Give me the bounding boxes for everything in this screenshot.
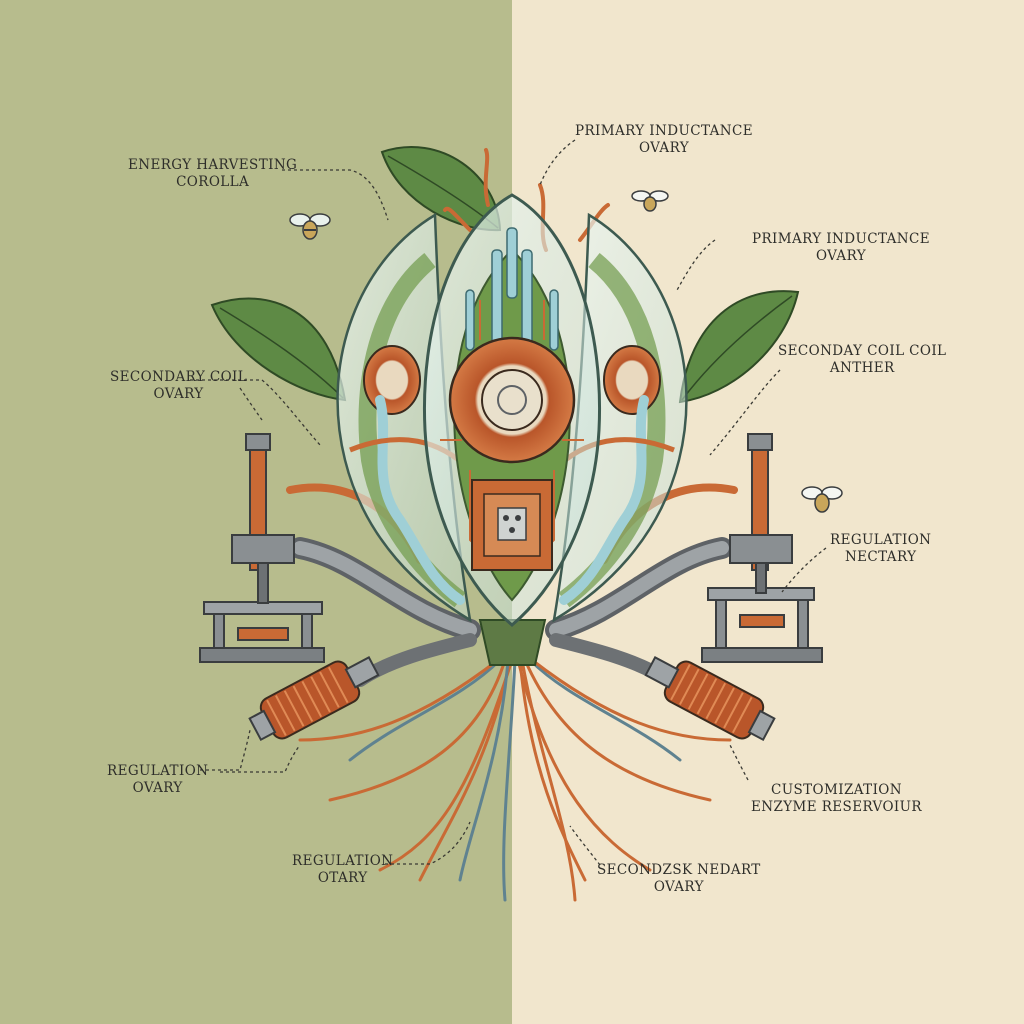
label-customization-enzyme-reservoir: CUSTOMIZATION ENZYME RESERVOIUR [751,782,922,815]
toroidal-coil [448,336,576,464]
microchip [471,479,553,571]
label-regulation-ovary: REGULATION OVARY [107,763,209,796]
glass-petal-center [422,193,602,627]
root-wires [298,658,732,902]
bee-icon [289,213,331,240]
label-secondary-nedart-ovary: SECONDZSK NEDART OVARY [597,862,761,895]
label-primary-inductance-top: PRIMARY INDUCTANCE OVARY [575,123,753,156]
bee-icon [631,190,669,212]
label-regulation-otary: REGULATION OTARY [292,853,394,886]
flower-base [478,619,547,666]
label-energy-harvesting-corolla: ENERGY HARVESTING COROLLA [128,157,298,190]
glass-tubes [465,227,559,351]
label-primary-inductance-right: PRIMARY INDUCTANCE OVARY [752,231,930,264]
label-secondary-coil-anther: SECONDAY COIL COIL ANTHER [778,343,947,376]
press-machine-left [199,433,325,663]
label-secondary-coil-ovary: SECONDARY COIL OVARY [110,369,248,402]
solenoid-coil-right [644,656,776,742]
solenoid-coil-left [248,656,380,742]
bee-icon [801,486,843,513]
leader-lines [190,139,827,866]
label-regulation-nectary: REGULATION NECTARY [830,532,932,565]
press-machine-right [701,433,823,663]
